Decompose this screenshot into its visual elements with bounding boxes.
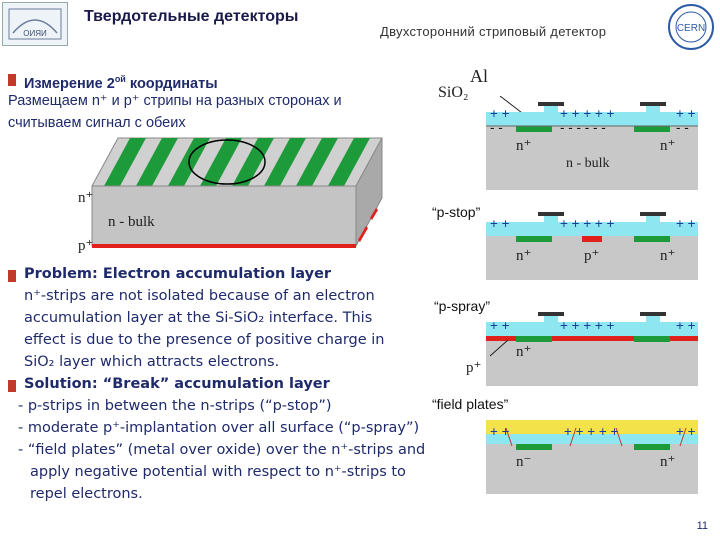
pspray-label: “p-spray” (434, 298, 491, 314)
bullet-square (8, 380, 16, 392)
solution-item-4: apply negative potential with respect to… (30, 464, 406, 480)
solution-item-1: - p-strips in between the n-strips (“p-s… (18, 398, 332, 414)
pstop-p: p⁺ (584, 248, 600, 264)
cross-section-fieldplates (486, 420, 698, 494)
top-minus-right: - - (676, 120, 689, 135)
problem-line-2: accumulation layer at the Si-SiO₂ interf… (24, 310, 373, 326)
cross-section-pspray (486, 312, 698, 386)
top-bulk: n - bulk (566, 156, 610, 171)
fieldplates-label: “field plates” (432, 396, 509, 412)
label-n-plus: n⁺ (78, 190, 94, 206)
logo-right-text: CERN (677, 23, 705, 34)
solution-heading: Solution: “Break” accumulation layer (24, 376, 330, 392)
fp-n1: n⁻ (516, 454, 532, 470)
cern-logo: CERN (666, 2, 716, 52)
strip-detector-3d (91, 137, 383, 248)
section1-heading: Измерение 2ой координаты (24, 74, 218, 92)
pstop-n2: n⁺ (660, 248, 676, 264)
pspray-plus-mid: + + + + + (560, 318, 615, 333)
logo-left-text: ОИЯИ (23, 29, 47, 38)
label-sio2: SiO₂ (438, 84, 469, 101)
solution-item-5: repel electrons. (30, 486, 143, 502)
problem-heading: Problem: Electron accumulation layer (24, 266, 332, 282)
fp-plus-right: + + (676, 424, 696, 439)
top-n2: n⁺ (660, 138, 676, 154)
cross-section-pstop (486, 212, 698, 280)
top-plus-left: + + (490, 106, 510, 121)
section1-line2: считываем сигнал с обеих (8, 115, 186, 131)
label-al: Al (470, 66, 488, 86)
label-p-plus: p⁺ (78, 238, 94, 254)
top-minus-left: - - (490, 120, 503, 135)
slide-subtitle: Двухсторонний стриповый детектор (380, 24, 607, 39)
pspray-plus-right: + + (676, 318, 696, 333)
pstop-n1: n⁺ (516, 248, 532, 264)
top-plus-right: + + (676, 106, 696, 121)
solution-item-2: - moderate p⁺-implantation over all surf… (18, 420, 420, 436)
bullet-square (8, 74, 16, 86)
pstop-label: “p-stop” (432, 204, 481, 220)
top-plus-mid: + + + + + (560, 106, 615, 121)
problem-line-1: n⁺-strips are not isolated because of an… (24, 288, 375, 304)
label-n-bulk: n - bulk (108, 214, 155, 230)
top-n1: n⁺ (516, 138, 532, 154)
slide-title: Твердотельные детекторы (84, 8, 299, 25)
solution-item-3: - “field plates” (metal over oxide) over… (18, 442, 426, 458)
fp-plus-left: + + (490, 424, 510, 439)
bullet-square (8, 270, 16, 282)
top-minus-mid: - - - - - - (560, 120, 606, 135)
pspray-p: p⁺ (466, 360, 482, 376)
cross-section-basic (486, 96, 698, 190)
pspray-n: n⁺ (516, 344, 532, 360)
pspray-plus-left: + + (490, 318, 510, 333)
fp-plus-mid: + + + + + (564, 424, 619, 439)
fp-n2: n⁺ (660, 454, 676, 470)
pstop-plus-left: + + (490, 216, 510, 231)
pstop-plus-mid: + + + + + (560, 216, 615, 231)
page-number: 11 (696, 520, 708, 532)
problem-line-3: effect is due to the presence of positiv… (24, 332, 385, 348)
section1-line1: Размещаем n⁺ и p⁺ стрипы на разных сторо… (8, 93, 342, 109)
pstop-plus-right: + + (676, 216, 696, 231)
problem-line-4: SiO₂ layer which attracts electrons. (24, 354, 280, 370)
institute-logo: ОИЯИ (2, 2, 68, 46)
